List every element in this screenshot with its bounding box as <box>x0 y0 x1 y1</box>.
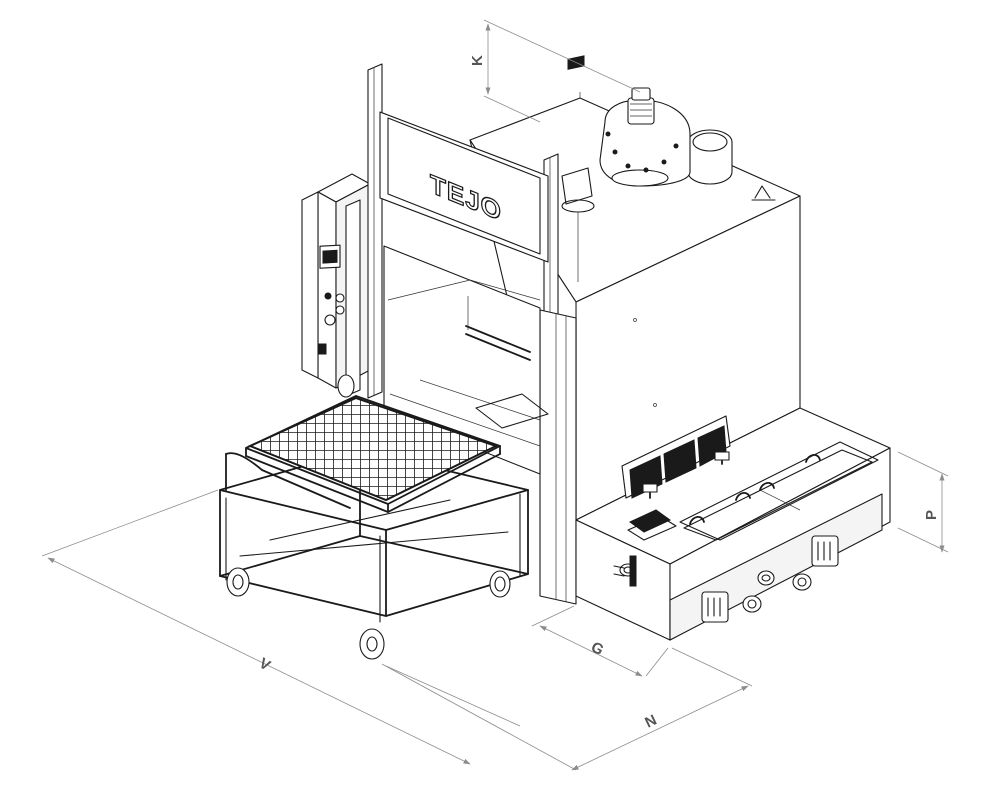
outlet-fitting <box>792 573 812 591</box>
push-button-icon <box>335 305 345 315</box>
lifting-door: TEJO <box>379 111 549 263</box>
pump-unit <box>627 509 677 541</box>
dimension-label-g: G <box>588 639 606 659</box>
wash-grate <box>245 395 501 513</box>
door-frame <box>345 63 577 605</box>
access-latch <box>701 591 729 623</box>
exhaust-fan <box>599 87 733 187</box>
valve-icon <box>642 477 658 499</box>
trolley-wheel <box>359 628 385 660</box>
valve-icon <box>714 445 730 465</box>
dimension-label-n: N <box>642 712 659 732</box>
tank-hooks <box>689 454 821 525</box>
outlet-fitting <box>757 570 775 586</box>
outlet-fitting <box>742 595 762 613</box>
control-panel <box>317 244 345 355</box>
socket-icon <box>317 343 327 355</box>
dimension-v: V <box>41 489 521 765</box>
sight-gauge <box>629 555 637 587</box>
trolley-wheel <box>489 570 511 598</box>
push-button-icon <box>335 293 345 303</box>
access-latch <box>811 535 839 567</box>
dimension-p: P <box>897 451 949 553</box>
spray-bar <box>465 296 549 429</box>
trolley-wheel <box>337 374 355 398</box>
dimension-label-v: V <box>256 655 273 675</box>
door-motor <box>561 55 595 282</box>
selector-switch-icon <box>324 314 336 326</box>
filter-panel <box>621 415 731 499</box>
dimension-label-k: K <box>469 55 486 66</box>
trolley-wheel <box>226 567 250 597</box>
dimension-k: K <box>469 19 641 123</box>
dimension-n: N <box>381 647 753 771</box>
indicator-light-icon <box>324 292 332 300</box>
lifting-eye <box>751 185 776 201</box>
dimension-label-p: P <box>923 510 940 520</box>
